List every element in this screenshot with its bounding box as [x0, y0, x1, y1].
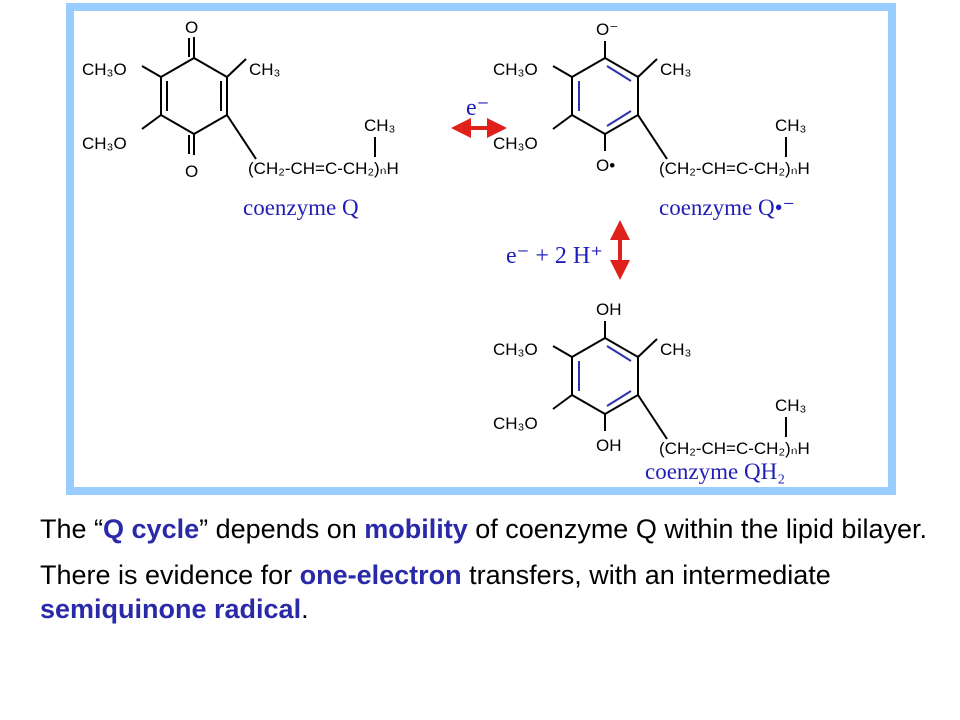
quinol-methoxy-top: CH₃O — [493, 340, 538, 359]
electron-proton-arrow: e⁻ + 2 H⁺ — [506, 220, 630, 280]
electron-proton-label: e⁻ + 2 H⁺ — [506, 243, 603, 269]
semiquinone-top-group: O⁻ — [596, 20, 618, 39]
quinone-chain: (CH₂-CH=C-CH₂)ₙH — [248, 159, 399, 178]
semiquinone-chain: (CH₂-CH=C-CH₂)ₙH — [659, 159, 810, 178]
semiquinone-methoxy-bottom: CH₃O — [493, 134, 538, 153]
quinol-top-group: OH — [596, 300, 622, 319]
quinol-methoxy-bottom: CH₃O — [493, 414, 538, 433]
quinone-methoxy-bottom: CH₃O — [82, 134, 127, 153]
semiquinone-radical-term: semiquinone radical — [40, 594, 302, 624]
semiquinone-structure: O⁻ O• CH₃O CH₃O CH₃ (CH₂-CH=C-CH₂)ₙH CH₃… — [493, 20, 810, 220]
quinone-label: coenzyme Q — [243, 195, 359, 220]
quinone-chain-branch: CH₃ — [364, 116, 395, 135]
one-electron-arrow: e⁻ — [451, 95, 507, 138]
semiquinone-bottom-group: O• — [596, 156, 615, 175]
caption-paragraph-1: The “Q cycle” depends on mobility of coe… — [40, 514, 927, 544]
semiquinone-label: coenzyme Q•⁻ — [659, 195, 795, 220]
quinone-methyl: CH₃ — [249, 60, 280, 79]
caption: The “Q cycle” depends on mobility of coe… — [40, 512, 940, 638]
quinol-methyl: CH₃ — [660, 340, 691, 359]
semiquinone-methoxy-top: CH₃O — [493, 60, 538, 79]
quinol-label: coenzyme QH₂ — [645, 459, 785, 484]
quinol-structure: OH OH CH₃O CH₃O CH₃ (CH₂-CH=C-CH₂)ₙH CH₃… — [493, 300, 810, 484]
q-cycle-term: Q cycle — [103, 514, 200, 544]
one-electron-term: one-electron — [299, 560, 462, 590]
semiquinone-chain-branch: CH₃ — [775, 116, 806, 135]
quinone-top-group: O — [185, 18, 198, 37]
semiquinone-methyl: CH₃ — [660, 60, 691, 79]
reaction-diagram: O O CH₃O CH₃O CH₃ (CH₂-CH=C-CH₂)ₙH CH₃ c… — [82, 18, 810, 484]
caption-paragraph-2: There is evidence for one-electron trans… — [40, 560, 831, 624]
one-electron-label: e⁻ — [466, 95, 489, 121]
quinol-chain: (CH₂-CH=C-CH₂)ₙH — [659, 439, 810, 458]
quinone-methoxy-top: CH₃O — [82, 60, 127, 79]
diagram-frame: O O CH₃O CH₃O CH₃ (CH₂-CH=C-CH₂)ₙH CH₃ c… — [66, 3, 896, 495]
quinol-chain-branch: CH₃ — [775, 396, 806, 415]
quinone-bottom-group: O — [185, 162, 198, 181]
quinone-structure: O O CH₃O CH₃O CH₃ (CH₂-CH=C-CH₂)ₙH CH₃ c… — [82, 18, 399, 220]
quinol-bottom-group: OH — [596, 436, 622, 455]
mobility-term: mobility — [364, 514, 468, 544]
